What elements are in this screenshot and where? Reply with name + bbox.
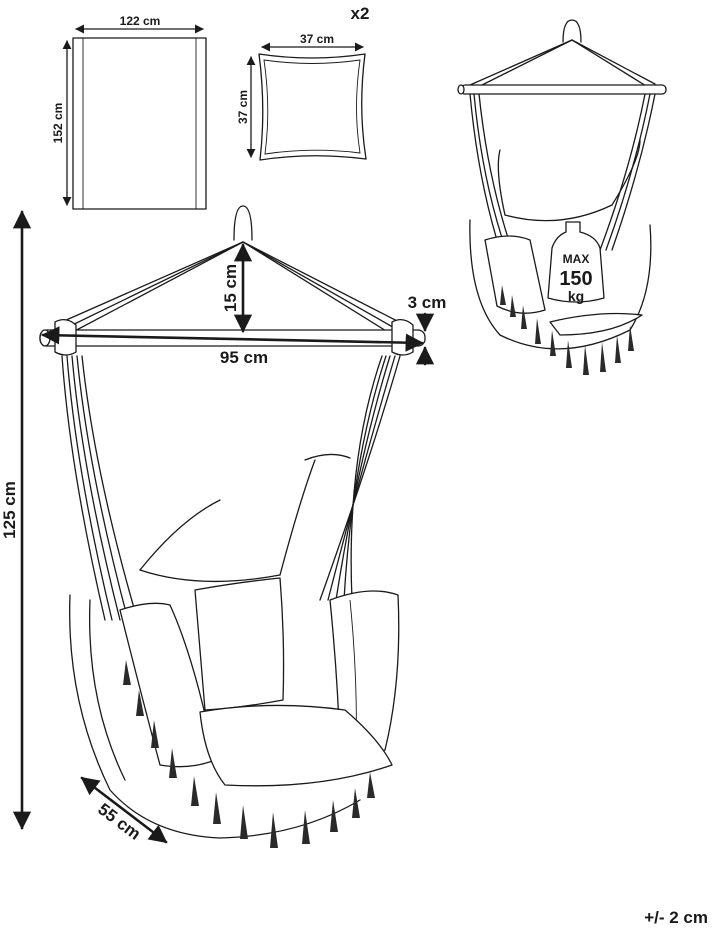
bar-length-label: 95 cm <box>220 348 268 367</box>
max-weight-unit: kg <box>568 288 584 304</box>
seat-depth-arrow <box>80 776 168 844</box>
small-chair-tassels <box>500 285 634 375</box>
main-hanging-chair-illustration <box>39 205 426 848</box>
main-chair-tassels <box>123 660 375 848</box>
cushion-illustration <box>258 53 367 161</box>
cushion-width-label: 37 cm <box>300 32 334 46</box>
fabric-width-label: 122 cm <box>120 14 161 28</box>
small-hanging-chair-illustration <box>457 19 667 375</box>
bar-length-arrow <box>41 326 424 352</box>
fabric-panel-illustration <box>72 37 207 210</box>
max-weight-max-label: MAX <box>563 252 590 266</box>
max-weight-value: 150 <box>559 268 592 290</box>
cushion-height-label: 37 cm <box>236 90 250 124</box>
fabric-height-label: 152 cm <box>51 103 65 144</box>
rope-height-label: 15 cm <box>221 264 240 312</box>
cushion-count-label: x2 <box>351 4 370 23</box>
max-weight-badge: MAX 150 kg <box>547 221 605 304</box>
tolerance-label: +/- 2 cm <box>644 908 708 927</box>
bar-diameter-label: 3 cm <box>408 293 447 312</box>
total-height-label: 125 cm <box>0 481 19 539</box>
